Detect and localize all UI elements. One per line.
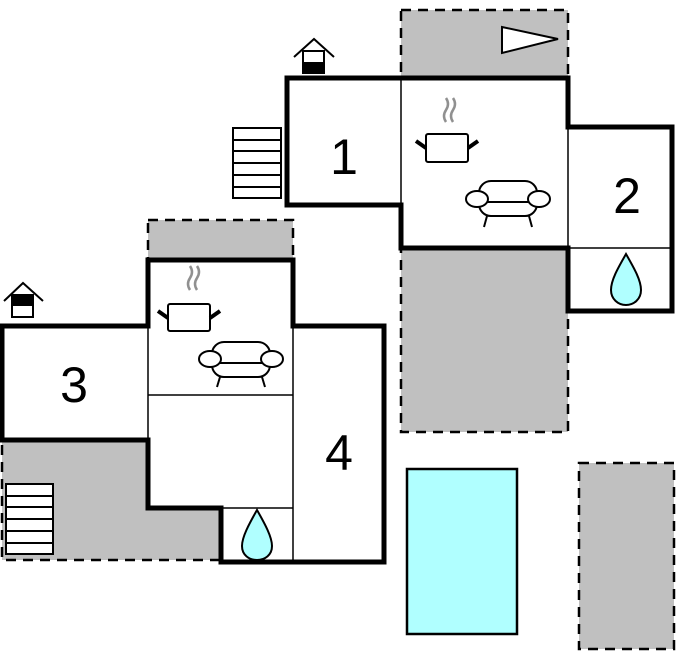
house-upper-floor-icon (293, 37, 335, 74)
ground-top-terrace (146, 218, 295, 262)
room-1-label: 1 (330, 129, 358, 185)
cooking-pot-icon (156, 264, 222, 332)
upper-top-terrace (399, 8, 570, 80)
upper-stairs (232, 127, 282, 199)
sofa-icon (198, 341, 284, 388)
house-ground-floor-icon (3, 281, 44, 318)
upper-building: 1 2 (232, 8, 675, 434)
ground-stairs (5, 483, 54, 555)
room-2-label: 2 (613, 168, 641, 224)
ground-exterior-wall (0, 257, 387, 565)
water-drop-icon (609, 251, 643, 307)
parking-area (577, 461, 676, 651)
sofa-icon (465, 180, 551, 228)
cooking-pot-icon (414, 96, 480, 163)
upper-side-terrace (399, 246, 570, 434)
room-3-label: 3 (60, 357, 88, 413)
ground-building: 3 4 (0, 218, 387, 565)
water-drop-icon (240, 507, 274, 562)
room-4-label: 4 (325, 425, 353, 481)
swimming-pool (405, 467, 519, 636)
upper-exterior-wall (284, 75, 675, 314)
north-arrow-icon (501, 25, 559, 55)
